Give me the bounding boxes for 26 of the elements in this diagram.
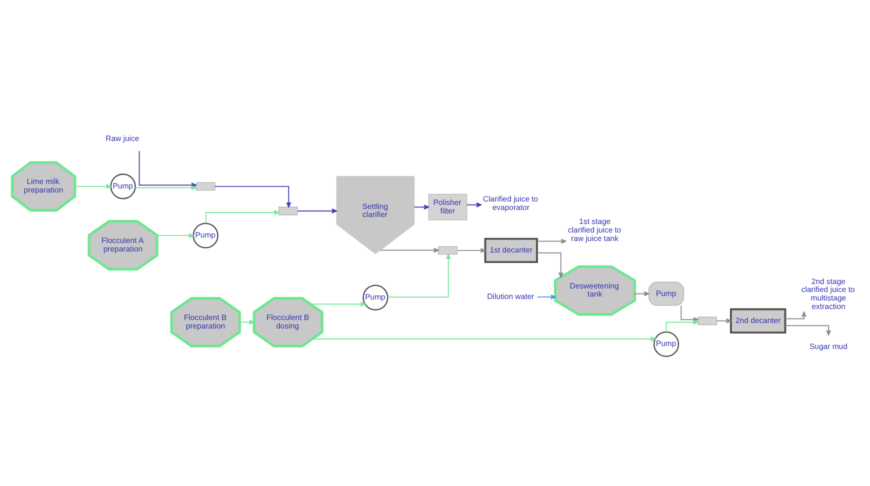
arrow bbox=[205, 210, 280, 224]
node-box bbox=[278, 206, 298, 216]
node-box bbox=[438, 246, 458, 255]
arrow bbox=[310, 302, 366, 307]
arrow bbox=[466, 202, 482, 208]
arrow bbox=[312, 336, 656, 342]
node-box bbox=[196, 182, 216, 191]
arrow bbox=[239, 320, 254, 325]
arrow bbox=[214, 186, 292, 208]
arrow bbox=[784, 312, 807, 320]
arrow bbox=[784, 325, 832, 336]
arrow bbox=[134, 185, 197, 190]
arrow bbox=[536, 294, 556, 300]
arrow bbox=[634, 291, 650, 296]
arrow bbox=[414, 204, 430, 210]
arrow bbox=[156, 233, 194, 238]
arrow bbox=[297, 208, 337, 214]
arrow bbox=[74, 184, 112, 189]
arrow bbox=[536, 252, 564, 278]
arrow bbox=[536, 238, 566, 244]
arrow bbox=[666, 320, 698, 332]
arrow bbox=[380, 248, 439, 253]
node-box bbox=[698, 316, 718, 326]
arrow bbox=[387, 254, 451, 298]
arrow bbox=[716, 318, 732, 324]
arrow bbox=[456, 248, 486, 253]
